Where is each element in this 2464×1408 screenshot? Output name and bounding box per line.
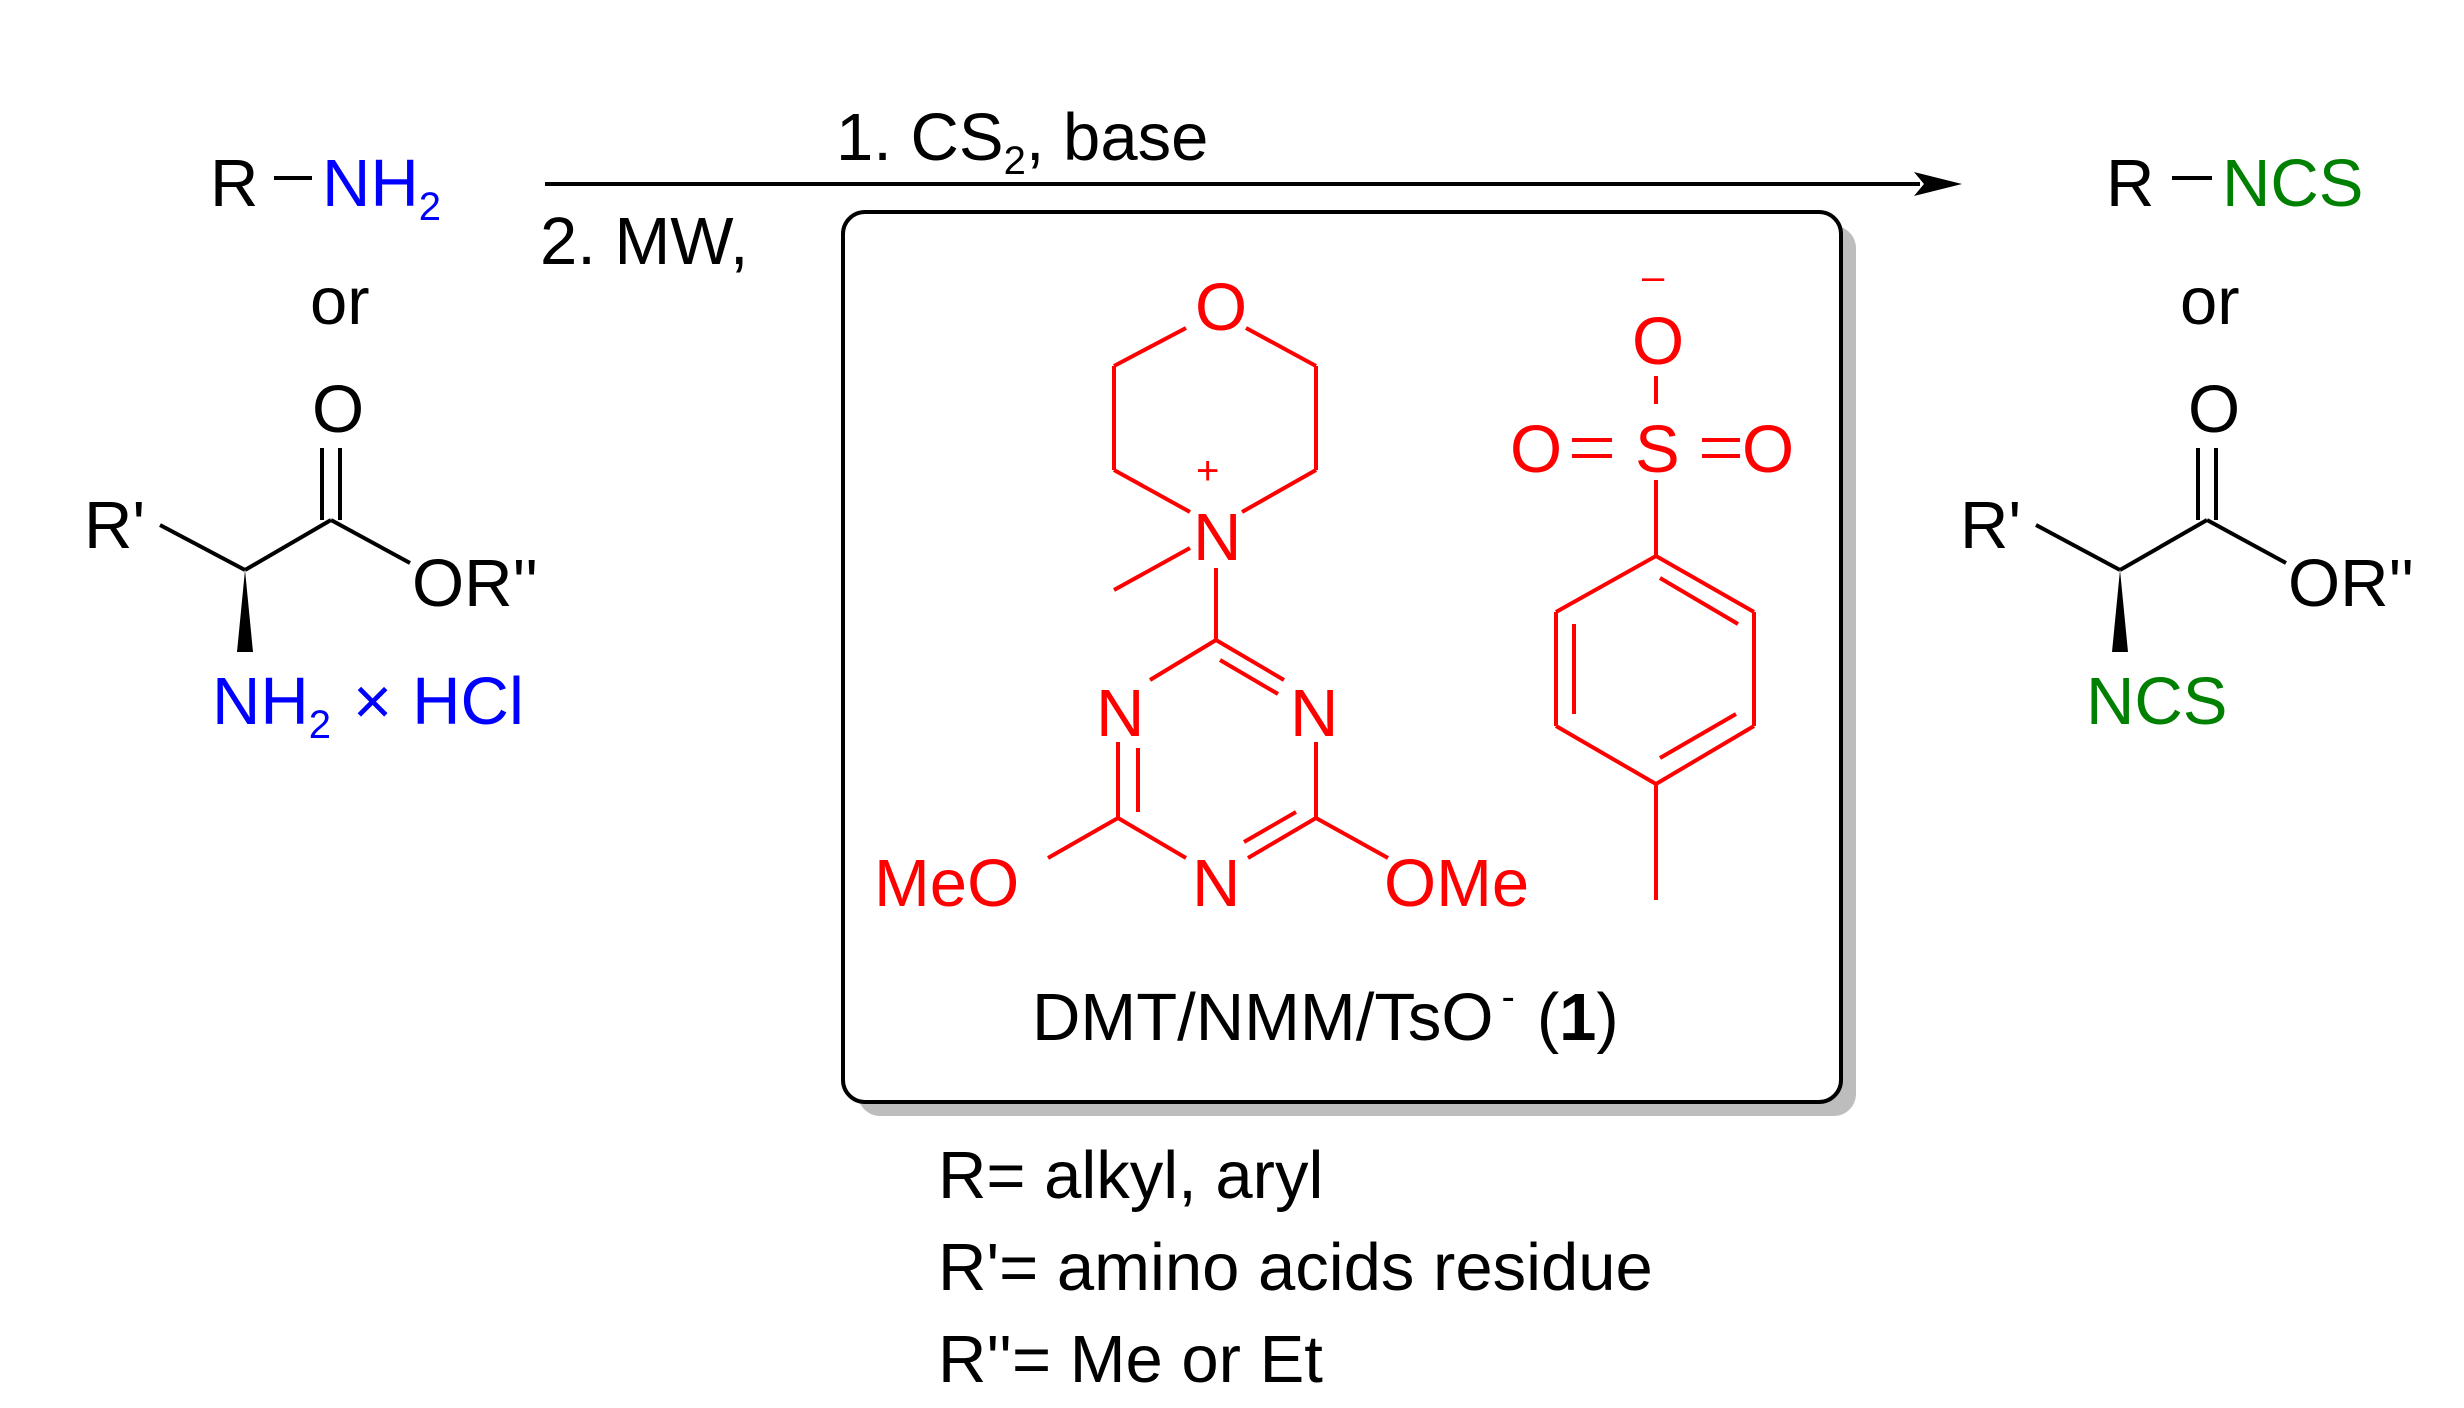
product-isothiocyanate: R NCS xyxy=(2106,146,2363,221)
sulf-o-left: O xyxy=(1510,412,1562,487)
arrow-head xyxy=(1914,172,1962,196)
morph-o-label: O xyxy=(1195,270,1247,345)
tz-bond-top-right-inner xyxy=(1218,658,1280,696)
reactant-amine: R NH2 xyxy=(210,146,441,229)
morph-n-label: N xyxy=(1193,500,1241,575)
tz-bond-top-left xyxy=(1148,638,1218,682)
amine-nh-label: NH2 xyxy=(322,146,441,229)
sulf-o-top: O xyxy=(1632,304,1684,379)
reaction-arrow: 1. CS2, base 2. MW, xyxy=(540,100,1962,279)
p-alpha-to-carbonyl-bond xyxy=(2119,518,2208,572)
tz-bond-br-inner xyxy=(1243,810,1297,844)
product-ester-or-label: OR'' xyxy=(2288,546,2414,621)
sulf-o-right: O xyxy=(1742,412,1794,487)
product-or-label: or xyxy=(2180,264,2240,339)
ring-bond-1 xyxy=(1655,554,1755,614)
morph-bond-nl xyxy=(1113,468,1191,514)
ring-bond-4 xyxy=(1554,724,1658,786)
n-methyl-bond xyxy=(1113,546,1191,592)
ring-inner-1 xyxy=(1658,576,1740,626)
reactant-ester-or-label: OR'' xyxy=(412,546,538,621)
triazine-n-right: N xyxy=(1290,676,1338,751)
reactant-carbonyl-o: O xyxy=(312,372,364,447)
ring-bond-6 xyxy=(1555,554,1657,614)
amine-r-label: R xyxy=(210,146,258,221)
condition-step-1: 1. CS2, base xyxy=(836,100,1208,183)
product-isothiocyanato-ester: O R' OR'' NCS xyxy=(1960,372,2414,739)
substituent-definitions: R= alkyl, aryl R'= amino acids residue R… xyxy=(938,1138,1653,1397)
dmt-nmm-cation xyxy=(1047,326,1389,860)
sulf-s: S xyxy=(1635,412,1680,487)
ring-bond-3 xyxy=(1654,724,1756,786)
ome-left-bond xyxy=(1047,816,1119,860)
rprime-to-alpha-bond xyxy=(159,523,246,572)
morph-bond-ol xyxy=(1113,326,1187,368)
definition-r: R= alkyl, aryl xyxy=(938,1138,1323,1213)
morph-bond-nr xyxy=(1241,468,1317,514)
tosylate-labels: O – O S O xyxy=(1510,255,1794,487)
reactant-amino-ester: O R' OR'' NH2×HCl xyxy=(84,372,538,747)
carbonyl-to-ester-bond xyxy=(330,518,411,565)
p-carbonyl-to-ester-bond xyxy=(2206,518,2287,565)
dmt-nmm-cation-labels: O N + N N N MeO OMe xyxy=(874,270,1529,921)
morph-plus-label: + xyxy=(1196,449,1219,493)
sulf-minus: – xyxy=(1642,255,1665,299)
product-alpha-ncs-label: NCS xyxy=(2086,664,2227,739)
meo-label: MeO xyxy=(874,846,1019,921)
definition-rprime: R'= amino acids residue xyxy=(938,1230,1653,1305)
tz-bond-br xyxy=(1246,816,1318,860)
morph-bond-or xyxy=(1245,326,1317,368)
definition-rdoubleprime: R''= Me or Et xyxy=(938,1322,1323,1397)
ring-inner-2 xyxy=(1658,712,1738,760)
alpha-to-carbonyl-bond xyxy=(243,518,333,572)
p-rprime-to-alpha-bond xyxy=(2035,523,2121,572)
ome-label: OMe xyxy=(1384,846,1529,921)
triazine-n-left: N xyxy=(1096,676,1144,751)
reagent-box xyxy=(841,210,1856,1116)
wedge-bond xyxy=(237,570,253,652)
reactant-nh2-hcl-label: NH2×HCl xyxy=(212,664,524,747)
reactant-rprime-label: R' xyxy=(84,488,145,563)
p-wedge-bond xyxy=(2112,570,2128,652)
reagent-name-label: DMT/NMM/TsO-(1) xyxy=(1032,975,1619,1055)
triazine-n-bottom: N xyxy=(1192,846,1240,921)
product-r-label: R xyxy=(2106,146,2154,221)
product-rprime-label: R' xyxy=(1960,488,2021,563)
product-carbonyl-o: O xyxy=(2188,372,2240,447)
tz-bond-top-right xyxy=(1214,638,1286,682)
tz-bond-bl xyxy=(1116,816,1188,860)
reactant-or-label: or xyxy=(310,264,370,339)
ome-right-bond xyxy=(1315,816,1389,860)
condition-step-2: 2. MW, xyxy=(540,204,748,279)
tosylate-anion xyxy=(1554,376,1756,900)
reagent-box-frame xyxy=(841,210,1843,1104)
product-ncs-label: NCS xyxy=(2222,146,2363,221)
